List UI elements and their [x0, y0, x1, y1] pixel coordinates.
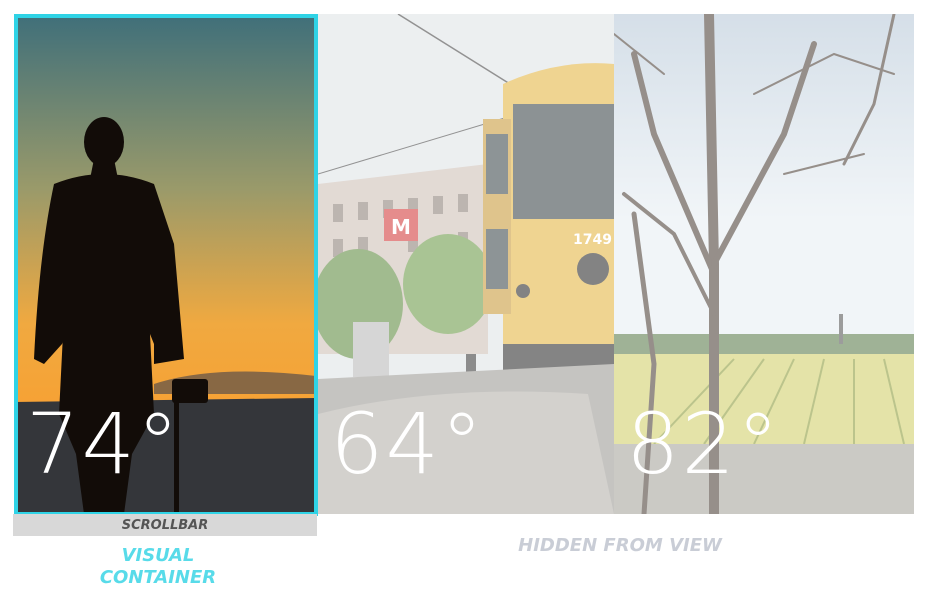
- temperature-label: 82°: [626, 395, 781, 493]
- hidden-overlay: [614, 14, 914, 514]
- temperature-label: 74°: [26, 395, 181, 493]
- hidden-overlay: [318, 14, 614, 514]
- sunset-photo: [14, 14, 316, 514]
- field-photo: [614, 14, 914, 514]
- temperature-label: 64°: [330, 395, 485, 493]
- weather-card-tram[interactable]: M 1749 64°: [318, 14, 614, 514]
- tram-number: 1749: [573, 232, 612, 248]
- weather-card-field[interactable]: 82°: [614, 14, 914, 514]
- visual-container-label: VISUAL CONTAINER: [99, 545, 217, 588]
- scrollbar-label: SCROLLBAR: [121, 517, 209, 533]
- hidden-from-view-label: HIDDEN FROM VIEW: [518, 535, 722, 556]
- scrollbar[interactable]: SCROLLBAR: [13, 514, 317, 536]
- metro-sign: M: [391, 215, 411, 239]
- tram-photo: M 1749: [318, 14, 614, 514]
- weather-card-sunset[interactable]: 74°: [14, 14, 316, 514]
